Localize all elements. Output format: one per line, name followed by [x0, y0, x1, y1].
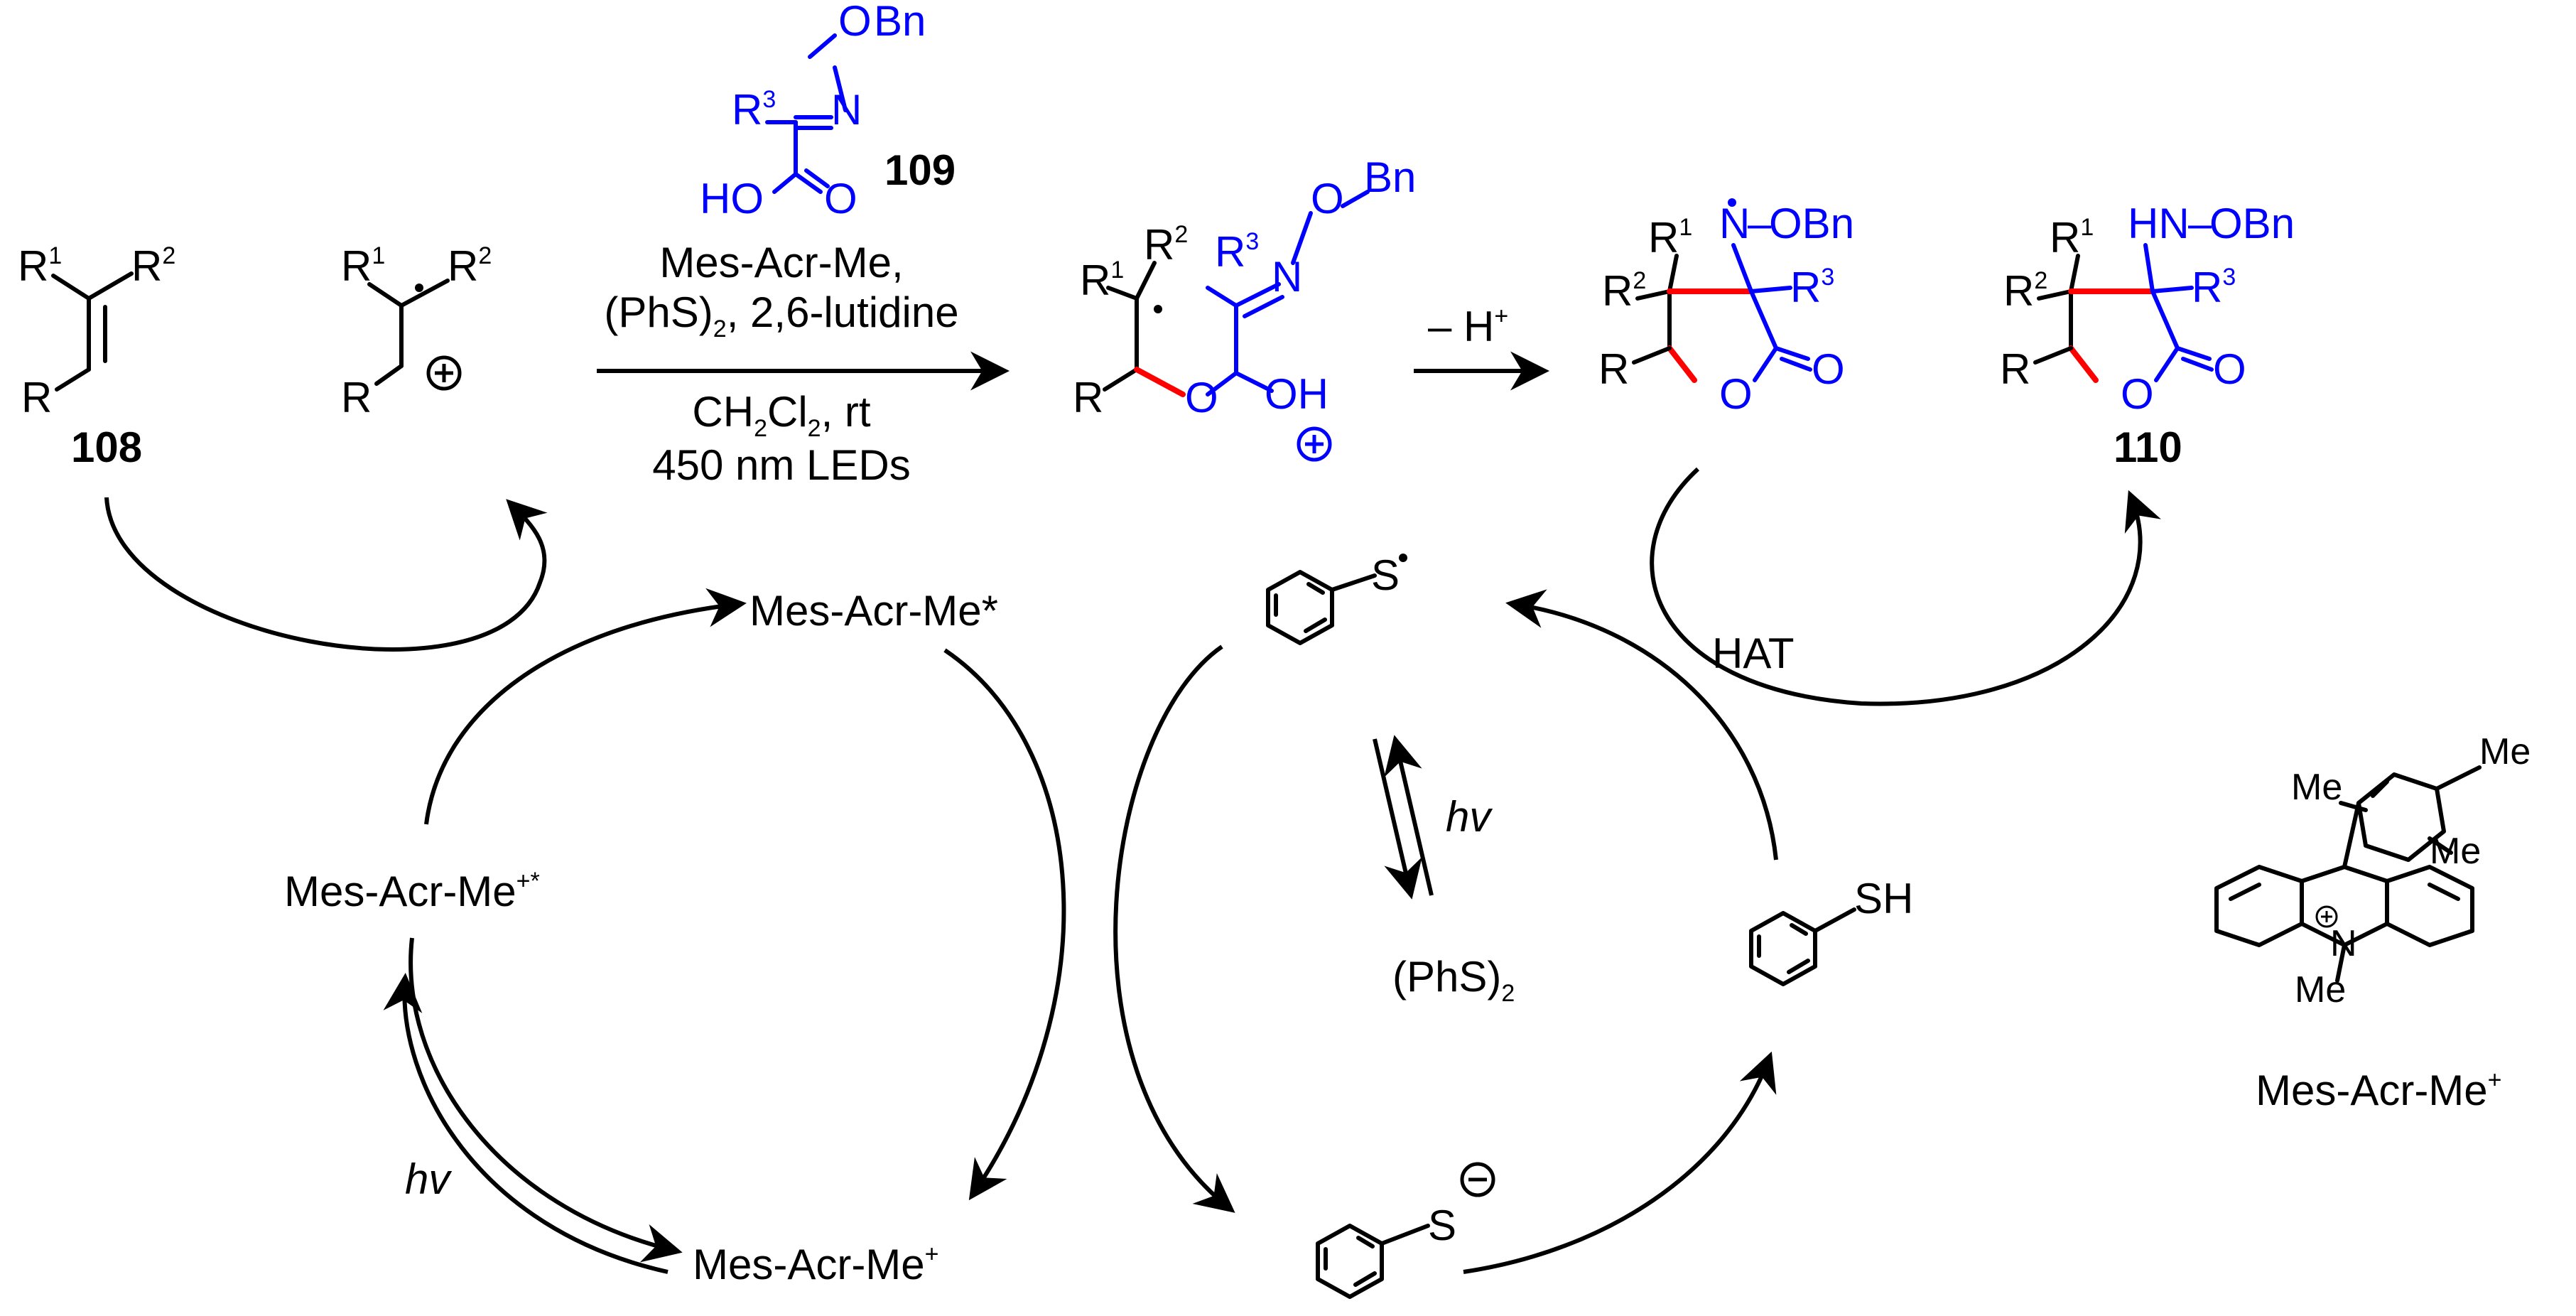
svg-text:R2: R2 [2003, 267, 2047, 315]
compound-108-label: 108 [71, 424, 142, 471]
svg-text:R1: R1 [1648, 214, 1692, 261]
svg-text:R1: R1 [1080, 257, 1124, 304]
svg-text:R3: R3 [732, 86, 776, 134]
catalytic-cycle [104, 467, 2161, 1274]
reaction-conditions: Mes-Acr-Me, (PhS)2, 2,6-lutidine CH2Cl2,… [597, 239, 1010, 489]
thiophenol: SH [1749, 875, 1913, 986]
svg-text:O: O [838, 0, 872, 45]
svg-text:OBn: OBn [1769, 200, 1854, 247]
label-hv-right: hv [1446, 793, 1493, 841]
svg-text:–: – [2188, 200, 2212, 247]
thiolate-anion: S [1316, 1162, 1495, 1299]
compound-110-label: 110 [2114, 424, 2182, 471]
svg-text:R1: R1 [2050, 214, 2094, 261]
svg-text:HN: HN [2128, 200, 2190, 247]
reagent-109: O Bn N R3 HO O 109 [700, 0, 956, 222]
svg-text:N: N [831, 86, 862, 134]
svg-text:R: R [341, 374, 372, 421]
svg-text:R: R [21, 374, 52, 421]
thiyl-radical: S [1266, 551, 1407, 645]
svg-text:– H+: – H+ [1428, 303, 1508, 350]
svg-text:O: O [1812, 345, 1845, 393]
svg-text:S: S [1428, 1202, 1456, 1249]
svg-text:–: – [1748, 200, 1772, 247]
label-mes-acr-me-plus-star: Mes-Acr-Me+* [284, 868, 540, 915]
svg-text:OH: OH [1265, 370, 1328, 418]
svg-text:R3: R3 [2192, 264, 2236, 311]
svg-text:R2: R2 [1144, 221, 1188, 269]
svg-text:R2: R2 [131, 242, 175, 290]
svg-text:Me: Me [2291, 767, 2342, 808]
svg-text:Mes-Acr-Me,: Mes-Acr-Me, [659, 239, 903, 286]
svg-text:O: O [1311, 175, 1344, 222]
svg-text:Bn: Bn [1364, 153, 1416, 201]
alkene-108: R1 R2 R 108 [18, 242, 175, 471]
svg-text:Me: Me [2430, 831, 2481, 872]
label-mes-acr-me-star: Mes-Acr-Me* [749, 587, 998, 635]
svg-text:R3: R3 [1215, 228, 1259, 276]
svg-text:R3: R3 [1790, 264, 1834, 311]
svg-text:N: N [1719, 200, 1750, 247]
svg-text:S: S [1371, 551, 1400, 599]
svg-text:R: R [1073, 374, 1103, 421]
svg-text:O: O [2121, 370, 2154, 418]
compound-109-label: 109 [884, 146, 956, 194]
svg-text:CH2Cl2, rt: CH2Cl2, rt [692, 388, 871, 442]
svg-text:O: O [824, 175, 857, 222]
svg-text:OBn: OBn [2209, 200, 2295, 247]
svg-text:O: O [2213, 345, 2246, 393]
catalyst-structure: Me Me Me N Me Mes-Acr-Me+ [2214, 731, 2531, 1114]
radical-cation: R1 R2 R [341, 242, 492, 421]
label-mes-acr-me-plus: Mes-Acr-Me+ [693, 1241, 939, 1288]
svg-text:O: O [1185, 374, 1218, 421]
svg-text:Me: Me [2295, 969, 2346, 1010]
svg-text:(PhS)2, 2,6-lutidine: (PhS)2, 2,6-lutidine [604, 288, 958, 343]
product-110: R1 R2 R O O R3 HN – OBn 110 [2000, 200, 2295, 471]
svg-text:O: O [1719, 370, 1753, 418]
oxime-ester-intermediate: R1 R2 R O OH N R3 O Bn [1073, 153, 1416, 462]
svg-text:450 nm LEDs: 450 nm LEDs [652, 441, 911, 489]
svg-text:R1: R1 [341, 242, 385, 290]
label-hv-left: hv [405, 1155, 452, 1203]
catalyst-name-label: Mes-Acr-Me+ [2256, 1067, 2502, 1114]
svg-text:N: N [2330, 923, 2357, 964]
svg-text:R2: R2 [448, 242, 492, 290]
svg-text:R2: R2 [1602, 267, 1646, 315]
svg-text:N: N [1272, 253, 1302, 301]
svg-text:R: R [1598, 345, 1629, 393]
label-hat: HAT [1712, 630, 1795, 677]
svg-text:Bn: Bn [874, 0, 926, 45]
deprotonation-step: – H+ [1414, 303, 1549, 391]
svg-text:HO: HO [700, 175, 764, 222]
svg-text:R1: R1 [18, 242, 62, 290]
svg-text:R: R [2000, 345, 2030, 393]
svg-text:Me: Me [2479, 731, 2531, 772]
label-phs2: (PhS)2 [1392, 953, 1515, 1007]
lactone-radical: R1 R2 R O O R3 N – OBn [1598, 198, 1854, 418]
svg-text:SH: SH [1854, 875, 1913, 922]
